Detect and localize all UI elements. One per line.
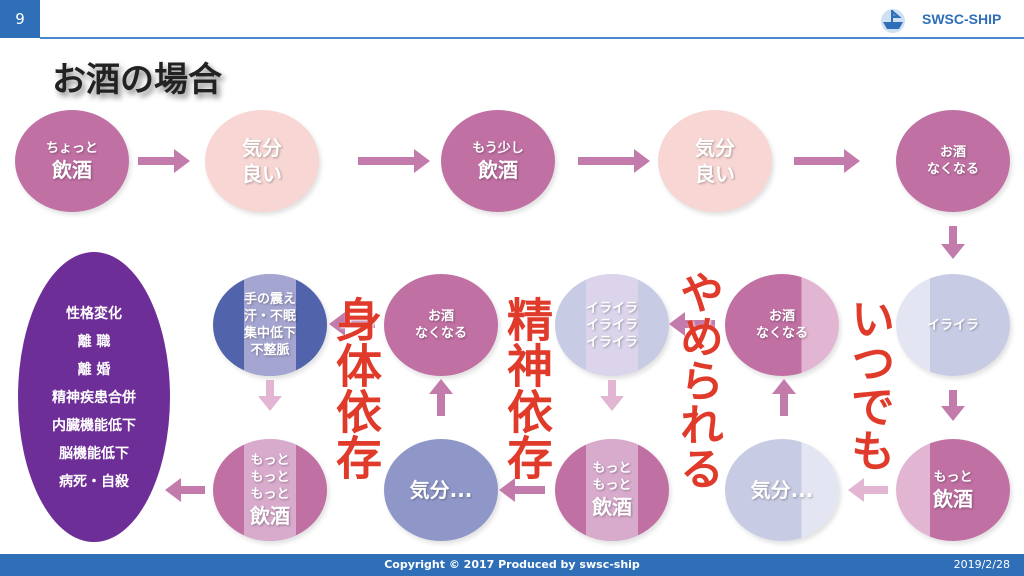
- arrow-down-icon: [941, 390, 965, 421]
- anytime-label: いつでも: [843, 296, 894, 472]
- node-out-of-alcohol-2: お酒 なくなる: [725, 274, 839, 376]
- node-label-big: 飲酒: [52, 157, 92, 182]
- node-label-big: 飲酒: [933, 486, 973, 511]
- node-drink-more: もっと飲酒: [896, 439, 1010, 541]
- consequence-item: 精神疾患合併: [52, 390, 136, 406]
- arrow-right-icon: [358, 149, 430, 173]
- arrow-up-icon: [772, 379, 796, 416]
- node-label: もっと もっと: [592, 461, 632, 493]
- brand-name: SWSC-SHIP: [922, 11, 1002, 27]
- node-feeling-3: 気分...: [384, 439, 498, 541]
- node-label: お酒 なくなる: [414, 309, 467, 341]
- copyright: Copyright © 2017 Produced by swsc-ship: [384, 558, 640, 571]
- consequence-item: 脳機能低下: [59, 446, 129, 462]
- date: 2019/2/28: [953, 558, 1010, 571]
- node-label-big: 飲酒: [592, 495, 632, 519]
- node-irritation: イライラ: [896, 274, 1010, 376]
- node-label: イライラ: [926, 317, 979, 333]
- node-drink-more-2: もっと もっと飲酒: [555, 439, 669, 541]
- node-label: イライラ イライラ イライラ: [585, 300, 638, 350]
- node-label: もう少し: [472, 140, 524, 156]
- arrow-left-icon: [499, 478, 545, 502]
- footer: Copyright © 2017 Produced by swsc-ship 2…: [0, 554, 1024, 576]
- node-drink-more-3: もっと もっと もっと飲酒: [213, 439, 327, 541]
- arrow-left-icon: [165, 478, 205, 502]
- page-number: 9: [0, 0, 40, 38]
- node-little-drink: ちょっと飲酒: [15, 110, 129, 212]
- node-label-big: 気分...: [409, 478, 473, 502]
- arrow-right-icon: [138, 149, 190, 173]
- can-quit-label: やめられる: [672, 270, 723, 490]
- node-more-drink: もう少し飲酒: [441, 110, 555, 212]
- node-label: もっと もっと もっと: [250, 452, 290, 502]
- page-title: お酒の場合: [52, 60, 222, 100]
- arrow-up-icon: [429, 379, 453, 416]
- consequence-item: 離 婚: [77, 362, 111, 378]
- node-label: もっと: [933, 469, 973, 485]
- node-feel-good-2: 気分 良い: [658, 110, 772, 212]
- arrow-down-icon: [941, 226, 965, 259]
- node-withdrawal-symptoms: 手の震え 汗・不眠 集中低下 不整脈: [213, 274, 327, 376]
- node-label-big: 気分 良い: [695, 136, 735, 186]
- node-label: 手の震え 汗・不眠 集中低下 不整脈: [243, 292, 296, 358]
- mental-dependence-label: 精神依存: [500, 296, 554, 480]
- consequence-item: 性格変化: [66, 306, 122, 322]
- node-label: お酒 なくなる: [926, 145, 979, 177]
- consequences-list: 性格変化 離 職 離 婚 精神疾患合併 内臓機能低下 脳機能低下 病死・自殺: [18, 252, 170, 542]
- node-label: お酒 なくなる: [755, 309, 808, 341]
- consequence-item: 内臓機能低下: [52, 418, 136, 434]
- ship-logo-icon: [881, 9, 905, 33]
- node-feel-good: 気分 良い: [205, 110, 319, 212]
- node-label-big: 気分 良い: [242, 136, 282, 186]
- arrow-down-icon: [600, 380, 624, 411]
- node-label: ちょっと: [45, 140, 98, 156]
- node-label-big: 気分...: [750, 478, 814, 502]
- consequence-item: 離 職: [77, 334, 111, 350]
- node-label-big: 飲酒: [250, 503, 290, 528]
- arrow-down-icon: [258, 380, 282, 411]
- physical-dependence-label: 身体依存: [329, 296, 383, 480]
- arrow-right-icon: [578, 149, 650, 173]
- arrow-left-icon: [848, 478, 888, 502]
- node-out-of-alcohol-3: お酒 なくなる: [384, 274, 498, 376]
- node-out-of-alcohol: お酒 なくなる: [896, 110, 1010, 212]
- node-label-big: 飲酒: [478, 157, 518, 182]
- arrow-right-icon: [794, 149, 860, 173]
- node-irritation-3: イライラ イライラ イライラ: [555, 274, 669, 376]
- consequence-item: 病死・自殺: [59, 474, 129, 490]
- node-feeling-2: 気分...: [725, 439, 839, 541]
- header-divider: [40, 37, 1024, 39]
